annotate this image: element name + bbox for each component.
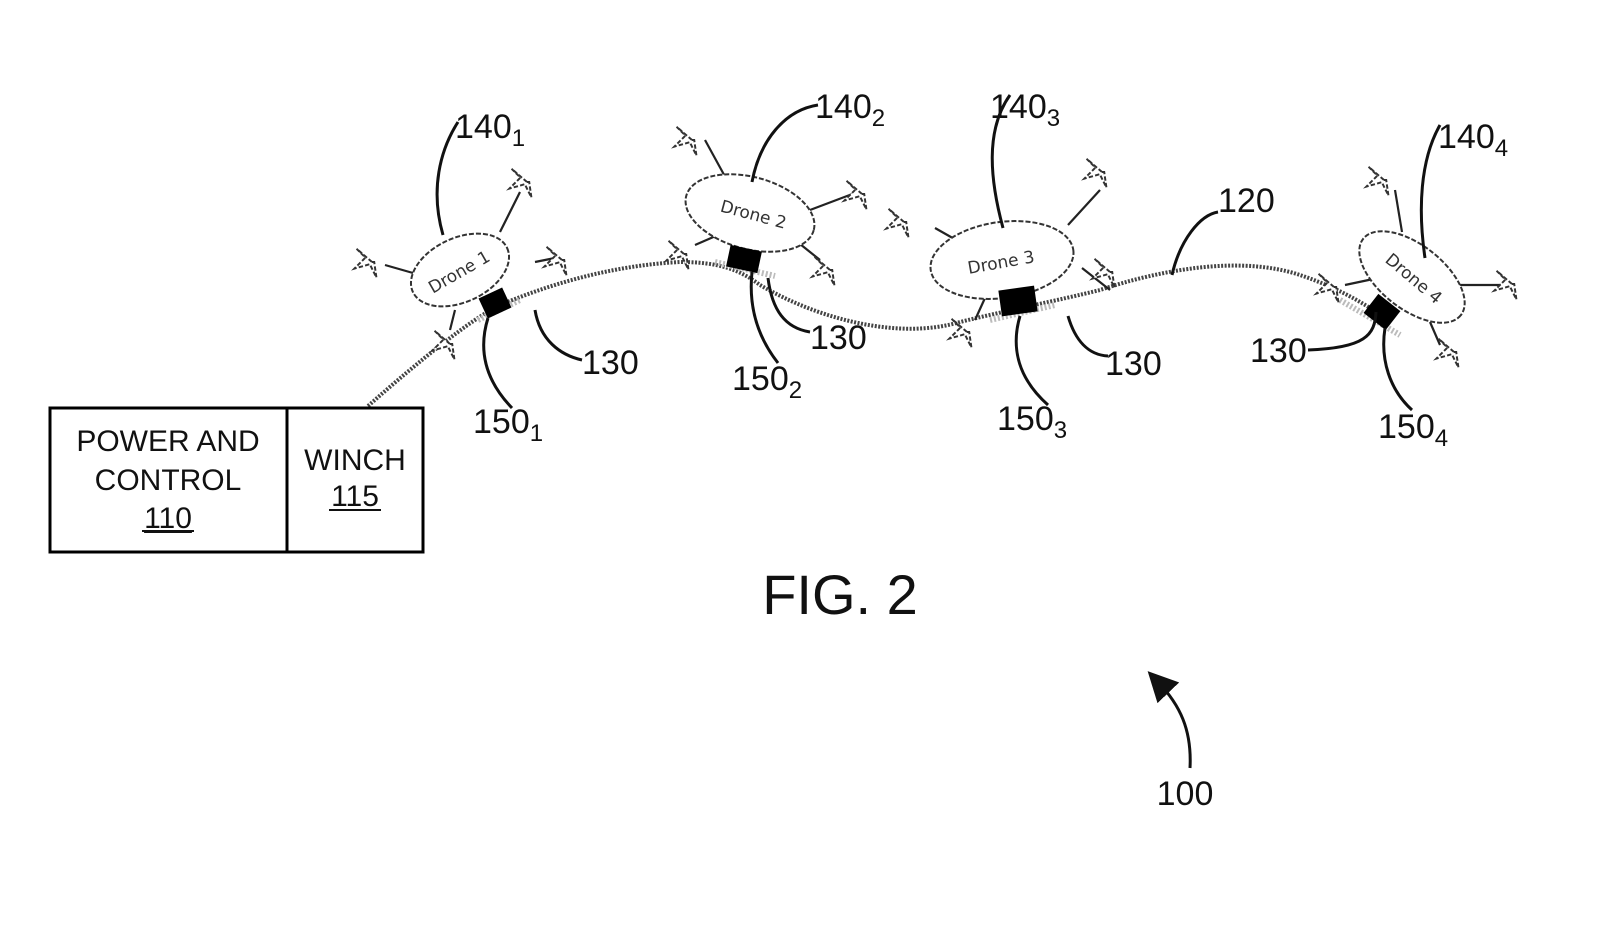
tether-clamp (1363, 293, 1401, 331)
leader-line (435, 121, 460, 236)
tether-cable (366, 259, 1402, 408)
leader-line (750, 103, 819, 183)
leader-line (990, 94, 1012, 229)
power-control-label-line2: CONTROL (95, 464, 242, 497)
clamp-ref: 1504 (1378, 408, 1448, 452)
tether-point-ref: 130 (1250, 332, 1307, 370)
drone-arm (809, 191, 856, 212)
drone-ref: 1401 (455, 108, 525, 152)
propeller-icon (811, 255, 836, 287)
tether-point-ref: 130 (1105, 345, 1162, 383)
propeller-icon (673, 125, 698, 157)
propeller-icon (1083, 157, 1108, 189)
leader-line (482, 317, 514, 410)
power-control-ref: 110 (144, 502, 192, 535)
winch-ref: 115 (331, 480, 379, 513)
drone-1: Drone 1 1401 1501 130 (353, 108, 639, 447)
tether-point-ref: 130 (582, 344, 639, 382)
tether-ref: 120 (1218, 182, 1275, 220)
drone-arm (1428, 321, 1442, 346)
drone-arm (1067, 189, 1101, 226)
drone-body (1358, 230, 1466, 324)
clamp-ref: 1501 (473, 403, 543, 447)
propeller-icon (885, 207, 910, 239)
leader-line (1170, 210, 1219, 276)
tether-clamp (726, 244, 762, 274)
drone-arm (499, 191, 521, 233)
power-control-label-line1: POWER AND (76, 425, 259, 458)
drone-ref: 1403 (990, 88, 1060, 132)
drone-arm (448, 309, 457, 331)
propeller-icon (353, 247, 378, 279)
leader-line (1066, 315, 1109, 358)
propeller-icon (665, 239, 690, 271)
figure-title: FIG. 2 (762, 563, 918, 626)
leader-line (766, 277, 811, 334)
leader-line (1382, 327, 1414, 412)
winch-box (285, 406, 425, 554)
drone-arm (1393, 189, 1404, 233)
winch-label: WINCH (304, 444, 406, 477)
ground-station: POWER AND CONTROL 110 WINCH 115 (48, 406, 425, 554)
drone-2: Drone 2 1402 1502 130 (665, 88, 885, 404)
drone-body (409, 232, 511, 308)
propeller-icon (1091, 257, 1116, 289)
leader-line (1419, 124, 1442, 259)
drone-arm (1081, 267, 1111, 291)
tether-clamp (998, 285, 1038, 317)
system-ref: 100 (1157, 775, 1214, 813)
drone-ref: 1402 (815, 88, 885, 132)
leader-line (1307, 311, 1378, 352)
clamp-ref: 1502 (732, 360, 802, 404)
system-ref-arrow (1147, 671, 1192, 769)
leader-line (749, 271, 780, 364)
leader-line (1014, 315, 1049, 407)
tether-point-ref: 130 (810, 319, 867, 357)
propeller-icon (1315, 272, 1340, 304)
drone-arm (534, 256, 556, 264)
power-control-box (48, 406, 289, 554)
propeller-icon (543, 245, 568, 277)
leader-line (533, 309, 583, 362)
drone-3: Drone 3 1403 1503 130 120 (885, 88, 1275, 444)
tether-clamp (478, 287, 512, 319)
clamp-ref: 1503 (997, 400, 1067, 444)
drone-ref: 1404 (1438, 118, 1508, 162)
drone-arm (973, 297, 987, 321)
propeller-icon (1365, 165, 1390, 197)
drone-4: Drone 4 1404 1504 130 (1250, 118, 1518, 452)
